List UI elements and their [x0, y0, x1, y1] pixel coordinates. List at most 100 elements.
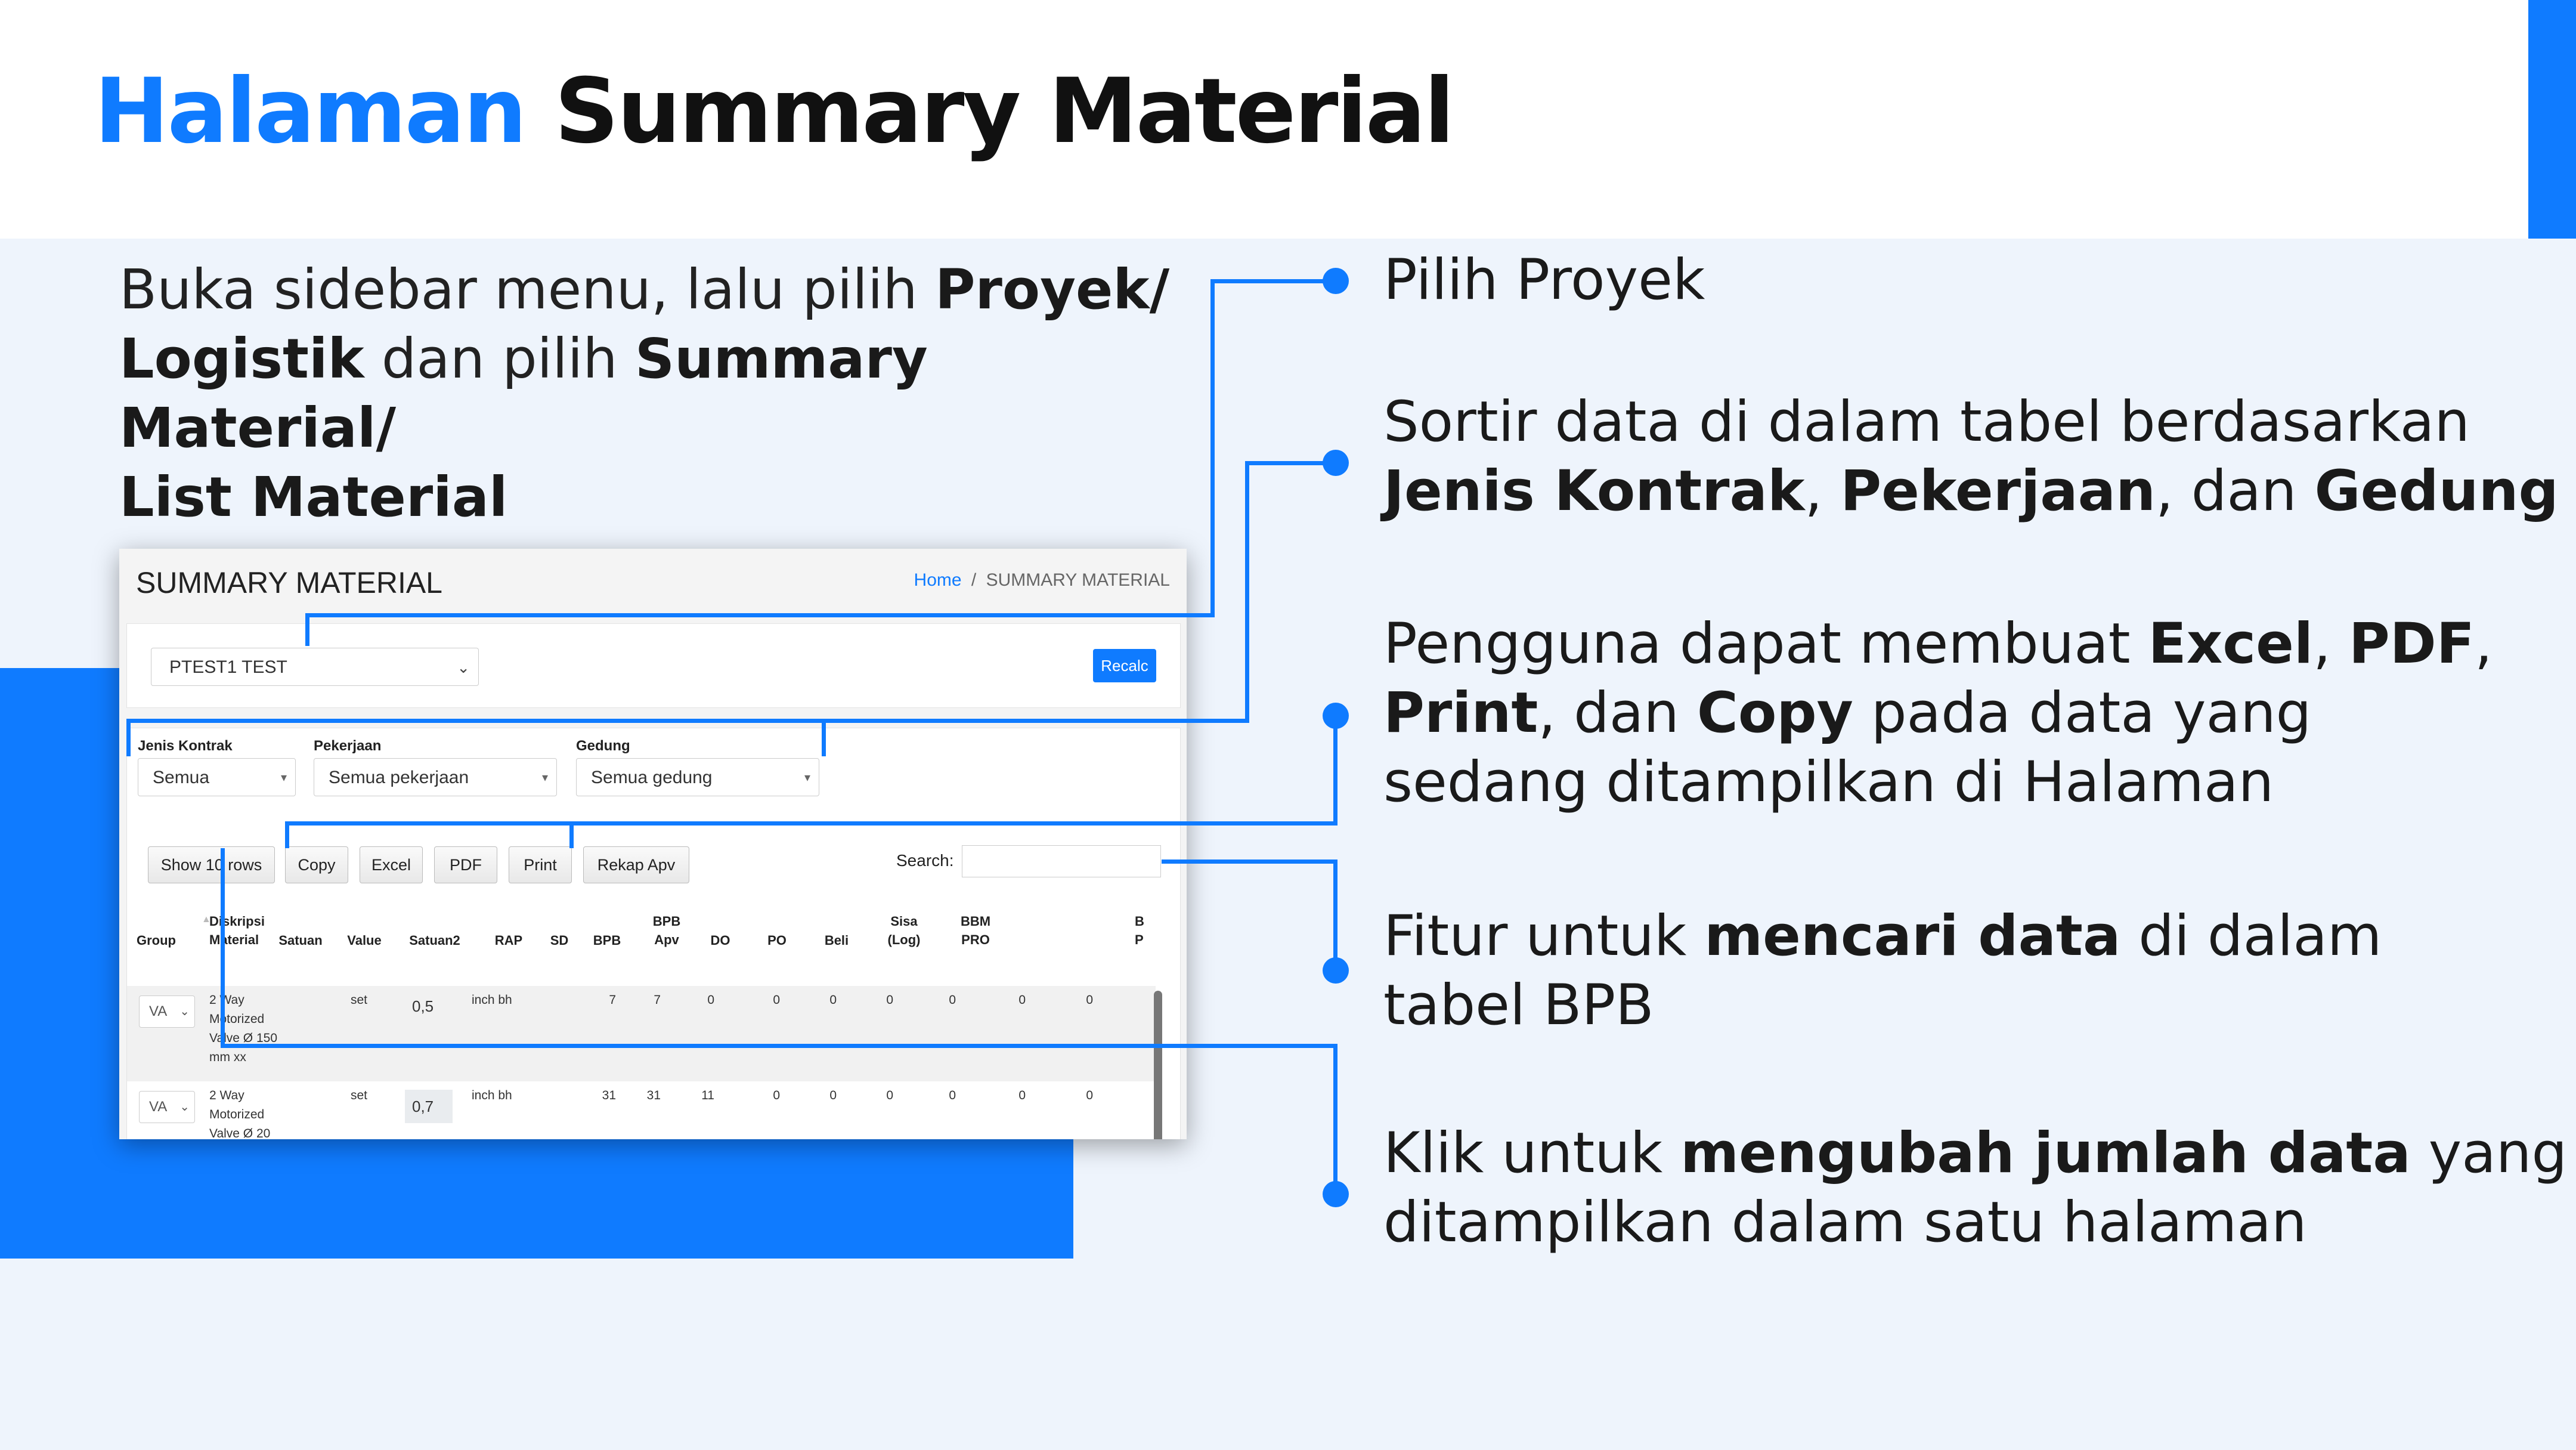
intro-bold-4: List Material	[119, 465, 508, 529]
print-button[interactable]: Print	[509, 846, 572, 883]
col-po[interactable]: PO	[767, 933, 787, 948]
caret-down-icon: ▾	[804, 771, 810, 784]
pdf-button[interactable]: PDF	[434, 846, 497, 883]
annotation-text: , dan	[1538, 681, 1697, 746]
project-select[interactable]: PTEST1 TEST ⌄	[151, 648, 479, 686]
connector-line	[221, 848, 225, 1048]
row1-sd: 7	[654, 993, 661, 1007]
copy-button[interactable]: Copy	[285, 846, 348, 883]
annotation-text: sedang ditampilkan di Halaman	[1383, 750, 2274, 815]
table-card: Jenis Kontrak Semua ▾ Pekerjaan Semua pe…	[126, 728, 1181, 1139]
chevron-down-icon: ⌄	[179, 1005, 190, 1018]
connector-line	[126, 719, 131, 756]
col-sisa-log[interactable]: Sisa(Log)	[880, 912, 928, 949]
row2-satuan: set	[351, 1089, 368, 1102]
row2-beli: 0	[949, 1089, 956, 1102]
col-satuan2[interactable]: Satuan2	[409, 933, 460, 948]
col-truncated-line2: P	[1135, 932, 1144, 947]
col-bpb-apv-line1: BPB	[652, 914, 681, 929]
row1-desc-line3: Valve Ø 150	[209, 1031, 278, 1045]
row2-desc-line1: 2 Way	[209, 1089, 244, 1102]
col-rap[interactable]: RAP	[494, 933, 523, 948]
annotation-text: Sortir data di dalam tabel berdasarkan	[1383, 389, 2470, 455]
recalc-button[interactable]: Recalc	[1093, 649, 1156, 682]
connector-line	[1210, 279, 1215, 617]
col-sd[interactable]: SD	[550, 933, 569, 948]
intro-text: Buka sidebar menu, lalu pilih Proyek/ Lo…	[119, 255, 1193, 532]
annotation-pilih-proyek: Pilih Proyek	[1383, 246, 1705, 315]
col-beli[interactable]: Beli	[824, 933, 849, 948]
filter-label-pekerjaan: Pekerjaan	[314, 738, 382, 754]
gedung-select[interactable]: Semua gedung ▾	[576, 758, 819, 796]
connector-line	[569, 821, 574, 848]
intro-bold-2: Logistik	[119, 327, 364, 391]
annotation-text: Pengguna dapat membuat	[1383, 611, 2148, 676]
annotation-text: Fitur untuk	[1383, 904, 1705, 969]
col-bbm-line2: PRO	[961, 932, 990, 947]
connector-line	[1210, 279, 1336, 283]
rekap-apv-button[interactable]: Rekap Apv	[583, 846, 689, 883]
annotation-text: pada data yang	[1853, 681, 2312, 746]
breadcrumb-home-link[interactable]: Home	[914, 570, 962, 590]
row2-bbm: 0	[1086, 1089, 1093, 1102]
col-value[interactable]: Value	[347, 933, 382, 948]
row1-beli: 0	[949, 993, 956, 1007]
col-do[interactable]: DO	[710, 933, 730, 948]
annotation-bold: Gedung	[2314, 459, 2559, 524]
annotation-text: ,	[1804, 459, 1841, 524]
annotation-bold: PDF	[2348, 611, 2475, 676]
group-value: VA	[149, 1099, 168, 1115]
col-truncated-line1: B	[1135, 914, 1144, 929]
breadcrumb: Home / SUMMARY MATERIAL	[914, 570, 1170, 590]
connector-line	[1245, 461, 1249, 723]
col-group[interactable]: Group	[137, 933, 176, 948]
project-card: PTEST1 TEST ⌄ Recalc	[126, 623, 1181, 708]
annotation-text: Klik untuk	[1383, 1121, 1681, 1186]
table-scrollbar[interactable]	[1154, 991, 1162, 1139]
excel-button[interactable]: Excel	[360, 846, 423, 883]
annotation-dot	[1323, 450, 1349, 476]
row2-bpb: 11	[701, 1089, 714, 1102]
row2-sisa: 0	[1018, 1089, 1026, 1102]
col-bpb[interactable]: BPB	[593, 933, 621, 948]
breadcrumb-current: SUMMARY MATERIAL	[986, 570, 1170, 590]
row1-desc-line1: 2 Way	[209, 993, 244, 1007]
connector-line	[1333, 1044, 1337, 1193]
connector-line	[305, 613, 309, 646]
connector-line	[1333, 860, 1337, 970]
annotation-bold: mengubah jumlah data	[1680, 1121, 2411, 1186]
jenis-kontrak-select[interactable]: Semua ▾	[138, 758, 296, 796]
annotation-text: di dalam	[2120, 904, 2382, 969]
intro-bold-3: Summary Material/	[119, 327, 928, 460]
pekerjaan-select[interactable]: Semua pekerjaan ▾	[314, 758, 557, 796]
project-select-value: PTEST1 TEST	[169, 657, 287, 677]
annotation-dot	[1323, 703, 1349, 729]
table-row-highlight	[127, 986, 1156, 1081]
sort-asc-icon: ▲	[202, 914, 211, 925]
row2-value[interactable]: 0,7	[405, 1090, 453, 1123]
col-satuan[interactable]: Satuan	[278, 933, 323, 948]
search-input[interactable]	[962, 845, 1161, 877]
row1-rap: 7	[609, 993, 616, 1007]
intro-bold-1: Proyek/	[935, 258, 1170, 321]
row1-satuan2: inch bh	[472, 993, 512, 1007]
row2-desc-line3: Valve Ø 20	[209, 1127, 271, 1139]
row1-desc-line2: Motorized	[209, 1012, 265, 1026]
col-diskripsi-line1: Diskripsi	[209, 914, 265, 929]
row1-do: 0	[829, 993, 837, 1007]
connector-line	[1245, 461, 1335, 465]
group-select[interactable]: VA⌄	[139, 995, 195, 1028]
row2-po: 0	[886, 1089, 893, 1102]
group-select[interactable]: VA⌄	[139, 1091, 195, 1123]
caret-down-icon: ▾	[541, 771, 548, 784]
show-rows-button[interactable]: Show 10 rows	[148, 846, 275, 883]
row1-bpb: 0	[707, 993, 714, 1007]
annotation-dot	[1323, 1181, 1349, 1207]
row1-po: 0	[886, 993, 893, 1007]
slide-title: Halaman Summary Material	[94, 60, 1455, 163]
